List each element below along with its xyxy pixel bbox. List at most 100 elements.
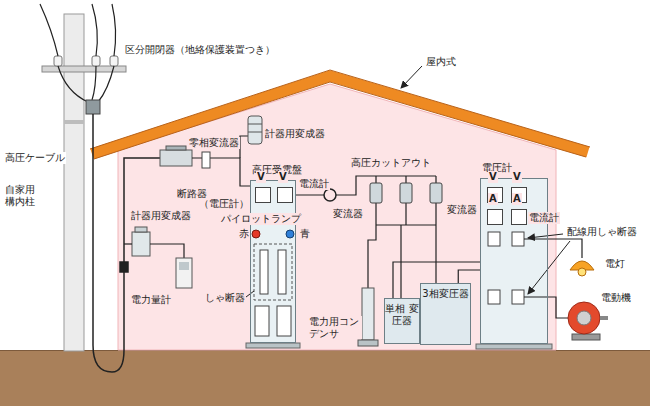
part-name: 電流計 — [528, 212, 560, 224]
instrument-transformer-left-part — [135, 227, 147, 232]
instrument-transformer-top-part — [248, 116, 262, 144]
lamp-color: 赤 — [238, 228, 250, 240]
watt-hour-meter — [176, 258, 192, 288]
switchboard-body-part — [254, 244, 292, 300]
box-text: 単相 変圧器 — [385, 303, 419, 326]
house-roof-part — [90, 70, 590, 149]
meter-symbol: A — [488, 193, 498, 205]
ground-part — [0, 350, 650, 406]
motor-part — [577, 311, 591, 325]
bus-wire-part — [240, 136, 248, 158]
part-name: 区分開閉器（地絡保護装置つき） — [124, 44, 276, 56]
meter-symbol: V — [256, 171, 266, 183]
high-voltage-cutout-part — [370, 183, 382, 203]
lamp-part — [578, 268, 586, 276]
meter-box: A — [511, 209, 527, 225]
transformer-box: 単相 変圧器 — [384, 298, 420, 344]
house-roof-part — [94, 82, 586, 159]
part-name: 配線用しゃ断器 — [566, 226, 638, 238]
section-switch-part — [86, 100, 100, 114]
roof-leader-part — [401, 66, 422, 88]
power-capacitor-part — [362, 288, 374, 340]
overhead-wires-part — [112, 4, 116, 56]
high-voltage-cable-part — [93, 114, 160, 372]
part-name: 電流計 — [298, 178, 330, 190]
cutout-wiring-part — [296, 176, 436, 195]
overhead-wires-part — [98, 66, 114, 102]
transformer-box: 3相変圧器 — [420, 283, 471, 345]
high-voltage-cutout — [370, 183, 442, 203]
overhead-wires-part — [92, 66, 96, 100]
part-name: 計器用変成器 — [264, 128, 326, 140]
disconnector — [160, 146, 192, 166]
cutout-wiring — [296, 176, 436, 298]
instrument-transformer-top — [248, 116, 262, 144]
switchboard-body-part — [255, 306, 269, 336]
meter-symbol: V — [512, 171, 522, 183]
mccb-leader — [528, 234, 570, 294]
current-transformer — [324, 189, 336, 201]
mccb-leader-part — [528, 234, 563, 238]
instrument-transformer-top-part — [248, 132, 262, 133]
switchboard-body — [246, 180, 300, 348]
switchboard-body-part — [252, 230, 260, 238]
cutout-wiring-part — [376, 176, 436, 183]
disconnector-part — [166, 146, 186, 150]
motor — [568, 302, 608, 340]
part-name: 屋内式 — [425, 56, 457, 68]
part-name: 変流器 — [446, 204, 478, 216]
part-name: 高圧ケーブル — [4, 152, 66, 164]
overhead-wires — [40, 4, 116, 102]
switchboard-body-part — [246, 343, 300, 348]
box-text: 3相変圧器 — [422, 288, 468, 300]
switchboard-body-part — [277, 306, 291, 336]
part-name: 電動機 — [600, 292, 632, 304]
meter-box: A — [487, 209, 503, 225]
utility-pole-part — [92, 56, 100, 66]
watt-hour-meter-part — [176, 258, 192, 288]
current-transformer-part — [324, 189, 336, 201]
part-name: （電圧計） — [198, 198, 250, 210]
motor-part — [568, 302, 600, 334]
meter-symbol: A — [512, 193, 522, 205]
distribution-panel-body — [476, 178, 552, 349]
mccb-leader-part — [528, 241, 570, 294]
part-name: 変流器 — [332, 208, 364, 220]
utility-pole-part — [64, 14, 84, 351]
switchboard-body-part — [250, 180, 296, 343]
part-name: しゃ断器 — [204, 292, 246, 304]
instrument-transformer-left — [124, 227, 184, 258]
motor-part — [600, 316, 608, 320]
cutout-wiring-part — [435, 225, 436, 283]
roof-leader — [401, 66, 422, 88]
watt-hour-meter-part — [179, 262, 189, 270]
load-wiring-part — [524, 239, 582, 258]
meter-box: V — [255, 187, 271, 203]
power-capacitor-part — [358, 340, 378, 346]
house-roof — [90, 70, 590, 159]
overhead-wires-part — [58, 66, 88, 102]
meter-box: V — [277, 187, 293, 203]
part-name: パイロットランプ — [220, 213, 302, 225]
ground — [0, 350, 650, 406]
overhead-wires-part — [40, 4, 58, 56]
switchboard-body-part — [260, 250, 268, 294]
distribution-panel-body-part — [512, 232, 524, 246]
distribution-panel: 電圧計VVAA — [480, 178, 548, 344]
bus-wire-part — [192, 158, 250, 186]
part-name: 高圧カットアウト — [350, 157, 432, 169]
overhead-wires-part — [92, 4, 97, 56]
distribution-panel-body-part — [476, 344, 552, 349]
distribution-panel-body-part — [512, 290, 524, 304]
utility-pole-part — [110, 56, 118, 66]
part-name: 電灯 — [604, 258, 626, 270]
lamp-color: 青 — [299, 228, 311, 240]
part-name: 計器用変成器 — [130, 210, 192, 222]
lamp — [570, 261, 594, 276]
wire-connector — [458, 270, 480, 283]
part-name: 電力用コンデンサ — [308, 316, 362, 339]
zero-phase-ct — [202, 152, 210, 168]
